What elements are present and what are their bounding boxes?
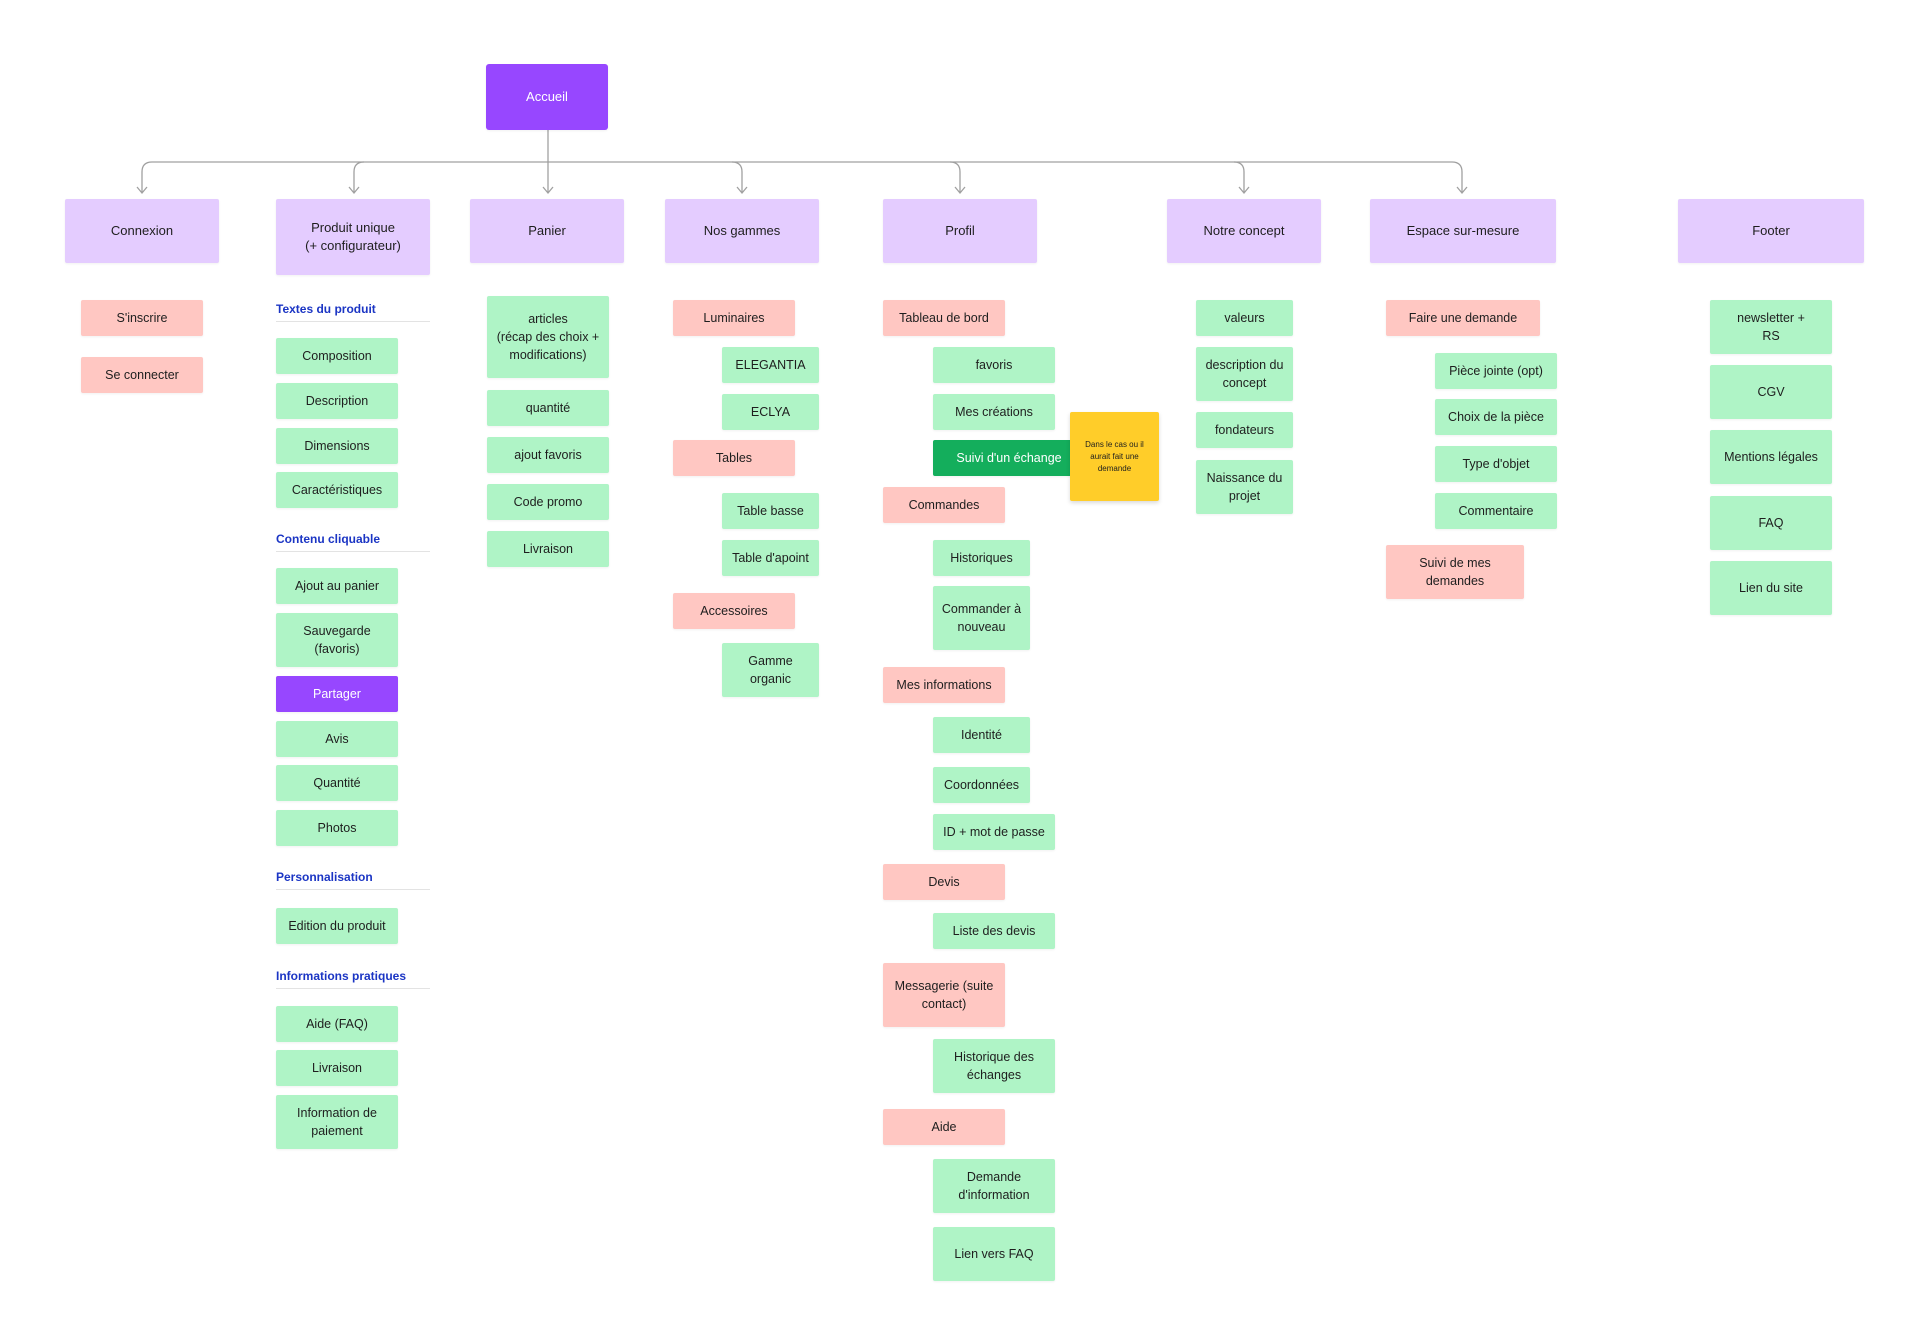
connector-profil (949, 161, 961, 192)
arrow-profil (954, 186, 966, 195)
node-faire-une-demande[interactable]: Faire une demande (1386, 300, 1540, 336)
sticky-note-demande: Dans le cas ou il aurait fait une demand… (1070, 412, 1159, 501)
node-cgv[interactable]: CGV (1710, 365, 1832, 419)
node-luminaires[interactable]: Luminaires (673, 300, 795, 336)
arrow-connexion (136, 186, 148, 195)
node-tableau-de-bord[interactable]: Tableau de bord (883, 300, 1005, 336)
subheader-textes-produit: Textes du produit (276, 301, 430, 322)
node-photos[interactable]: Photos (276, 810, 398, 846)
section-connexion[interactable]: Connexion (65, 199, 219, 263)
node-sauvegarde-favoris[interactable]: Sauvegarde (favoris) (276, 613, 398, 667)
node-tables[interactable]: Tables (673, 440, 795, 476)
node-lien-du-site[interactable]: Lien du site (1710, 561, 1832, 615)
node-identite[interactable]: Identité (933, 717, 1030, 753)
node-messagerie[interactable]: Messagerie (suite contact) (883, 963, 1005, 1027)
section-produit-unique[interactable]: Produit unique (+ configurateur) (276, 199, 430, 275)
node-lien-vers-faq[interactable]: Lien vers FAQ (933, 1227, 1055, 1281)
node-id-mot-de-passe[interactable]: ID + mot de passe (933, 814, 1055, 850)
node-faq-footer[interactable]: FAQ (1710, 496, 1832, 550)
node-type-objet[interactable]: Type d'objet (1435, 446, 1557, 482)
node-partager[interactable]: Partager (276, 676, 398, 712)
node-gamme-organic[interactable]: Gamme organic (722, 643, 819, 697)
node-quantite-panier[interactable]: quantité (487, 390, 609, 426)
node-se-connecter[interactable]: Se connecter (81, 357, 203, 393)
node-mes-informations[interactable]: Mes informations (883, 667, 1005, 703)
node-choix-piece[interactable]: Choix de la pièce (1435, 399, 1557, 435)
node-code-promo[interactable]: Code promo (487, 484, 609, 520)
node-historique-echanges[interactable]: Historique des échanges (933, 1039, 1055, 1093)
node-commander-nouveau[interactable]: Commander à nouveau (933, 586, 1030, 650)
node-ajout-favoris[interactable]: ajout favoris (487, 437, 609, 473)
connector-concept (1233, 161, 1245, 192)
node-coordonnees[interactable]: Coordonnées (933, 767, 1030, 803)
connector-rail-left (141, 161, 548, 192)
node-articles[interactable]: articles (récap des choix + modification… (487, 296, 609, 378)
arrow-panier (542, 186, 554, 195)
section-notre-concept[interactable]: Notre concept (1167, 199, 1321, 263)
connector-rail-right (548, 161, 1463, 192)
arrow-surmesure (1456, 186, 1468, 195)
node-avis[interactable]: Avis (276, 721, 398, 757)
node-accueil[interactable]: Accueil (486, 64, 608, 130)
node-newsletter-rs[interactable]: newsletter + RS (1710, 300, 1832, 354)
node-table-appoint[interactable]: Table d'apoint (722, 540, 819, 576)
node-fondateurs[interactable]: fondateurs (1196, 412, 1293, 448)
node-favoris[interactable]: favoris (933, 347, 1055, 383)
section-profil[interactable]: Profil (883, 199, 1037, 263)
arrow-concept (1238, 186, 1250, 195)
node-liste-devis[interactable]: Liste des devis (933, 913, 1055, 949)
node-valeurs[interactable]: valeurs (1196, 300, 1293, 336)
subheader-personnalisation: Personnalisation (276, 869, 430, 890)
node-historiques[interactable]: Historiques (933, 540, 1030, 576)
node-description-concept[interactable]: description du concept (1196, 347, 1293, 401)
node-table-basse[interactable]: Table basse (722, 493, 819, 529)
node-information-paiement[interactable]: Information de paiement (276, 1095, 398, 1149)
connector-produit (353, 161, 365, 192)
connector-gammes (731, 161, 743, 192)
section-nos-gammes[interactable]: Nos gammes (665, 199, 819, 263)
section-footer[interactable]: Footer (1678, 199, 1864, 263)
node-dimensions[interactable]: Dimensions (276, 428, 398, 464)
section-espace-sur-mesure[interactable]: Espace sur-mesure (1370, 199, 1556, 263)
node-composition[interactable]: Composition (276, 338, 398, 374)
node-piece-jointe[interactable]: Pièce jointe (opt) (1435, 353, 1557, 389)
node-quantite[interactable]: Quantité (276, 765, 398, 801)
node-accessoires[interactable]: Accessoires (673, 593, 795, 629)
node-ajout-panier[interactable]: Ajout au panier (276, 568, 398, 604)
node-suivi-echange[interactable]: Suivi d'un échange (933, 440, 1085, 476)
arrow-produit (348, 186, 360, 195)
node-description[interactable]: Description (276, 383, 398, 419)
node-demande-information[interactable]: Demande d'information (933, 1159, 1055, 1213)
node-livraison-panier[interactable]: Livraison (487, 531, 609, 567)
section-panier[interactable]: Panier (470, 199, 624, 263)
node-aide-profil[interactable]: Aide (883, 1109, 1005, 1145)
node-edition-produit[interactable]: Edition du produit (276, 908, 398, 944)
node-sinscrire[interactable]: S'inscrire (81, 300, 203, 336)
node-suivi-demandes[interactable]: Suivi de mes demandes (1386, 545, 1524, 599)
node-devis[interactable]: Devis (883, 864, 1005, 900)
node-mes-creations[interactable]: Mes créations (933, 394, 1055, 430)
node-commentaire[interactable]: Commentaire (1435, 493, 1557, 529)
node-elegantia[interactable]: ELEGANTIA (722, 347, 819, 383)
node-livraison-produit[interactable]: Livraison (276, 1050, 398, 1086)
node-mentions-legales[interactable]: Mentions légales (1710, 430, 1832, 484)
subheader-informations-pratiques: Informations pratiques (276, 968, 430, 989)
node-caracteristiques[interactable]: Caractéristiques (276, 472, 398, 508)
node-eclya[interactable]: ECLYA (722, 394, 819, 430)
node-aide-faq[interactable]: Aide (FAQ) (276, 1006, 398, 1042)
node-commandes[interactable]: Commandes (883, 487, 1005, 523)
subheader-contenu-cliquable: Contenu cliquable (276, 531, 430, 552)
node-naissance-projet[interactable]: Naissance du projet (1196, 460, 1293, 514)
arrow-gammes (736, 186, 748, 195)
